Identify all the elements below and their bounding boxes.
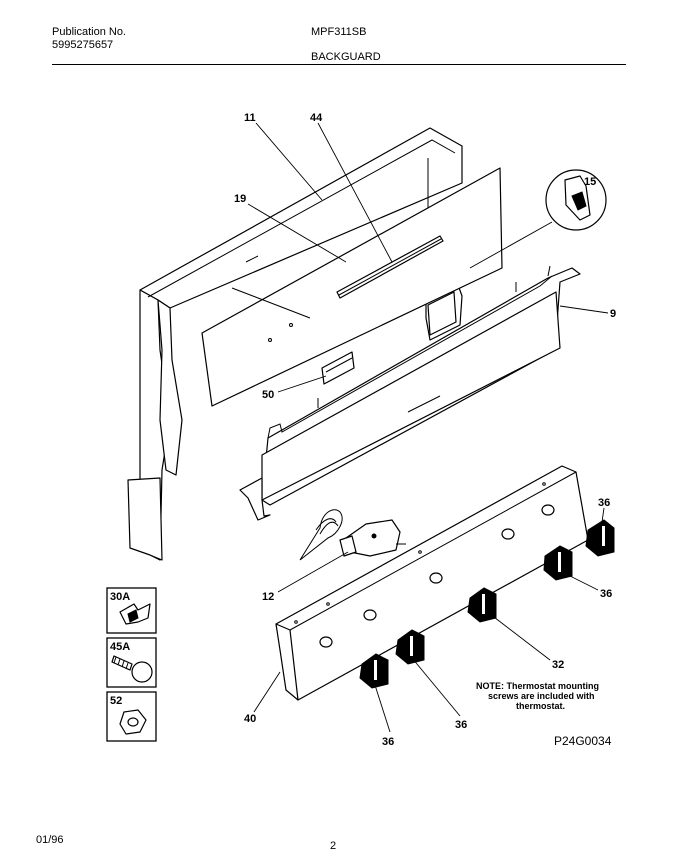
hex-nut-icon xyxy=(119,709,147,735)
wing-nut-icon xyxy=(119,603,151,625)
page-number: 2 xyxy=(330,840,337,852)
knob-36-left-lower xyxy=(359,653,389,689)
callout-36-bottom: 36 xyxy=(455,719,467,731)
hardware-52-label: 52 xyxy=(110,695,122,707)
knob-32 xyxy=(467,587,497,623)
header-rule xyxy=(52,64,626,65)
knob-36-right-top xyxy=(585,519,615,557)
callout-15: 15 xyxy=(584,176,596,188)
leader-lines xyxy=(247,122,609,733)
callout-50: 50 xyxy=(262,389,274,401)
section-title: BACKGUARD xyxy=(311,51,381,63)
hardware-45a-label: 45A xyxy=(110,641,130,653)
knob-36-right-mid xyxy=(543,545,573,581)
hardware-45a-box: 45A xyxy=(106,637,157,688)
thermostat-note: NOTE: Thermostat mounting screws are inc… xyxy=(476,681,599,711)
callout-9: 9 xyxy=(610,308,616,320)
hardware-30a-box: 30A xyxy=(106,587,157,634)
part-50-bracket xyxy=(321,351,355,385)
callout-36-bottom-left: 36 xyxy=(382,736,394,748)
drawing-code: P24G0034 xyxy=(554,734,612,748)
part-15-clip-detail xyxy=(469,169,607,269)
model-number: MPF311SB xyxy=(311,26,367,38)
note-line-1: NOTE: Thermostat mounting xyxy=(476,681,599,691)
callout-32: 32 xyxy=(552,659,564,671)
part-40-manifold-panel xyxy=(275,465,589,701)
part-9-control-panel xyxy=(239,265,581,521)
callout-labels: 11 44 19 15 9 50 36 36 12 32 36 36 40 xyxy=(234,112,616,748)
callout-19: 19 xyxy=(234,193,246,205)
callout-12: 12 xyxy=(262,591,274,603)
part-11-backguard-shell xyxy=(127,127,463,561)
screw-icon xyxy=(111,655,153,683)
hardware-30a-label: 30A xyxy=(110,591,130,603)
publication-label: Publication No. xyxy=(52,26,126,38)
hardware-52-box: 52 xyxy=(106,691,157,742)
knob-36-left-upper xyxy=(395,629,425,665)
callout-36-right: 36 xyxy=(600,588,612,600)
control-knobs xyxy=(359,519,615,689)
callout-44: 44 xyxy=(310,112,323,124)
note-line-2: screws are included with xyxy=(488,691,595,701)
footer-date: 01/96 xyxy=(36,834,64,846)
callout-36-top-right: 36 xyxy=(598,497,610,509)
callout-40: 40 xyxy=(244,713,256,725)
publication-number: 5995275657 xyxy=(52,39,114,51)
part-44-trim-strip xyxy=(336,235,444,299)
note-line-3: thermostat. xyxy=(516,701,565,711)
callout-11: 11 xyxy=(244,112,256,124)
part-12-thermostat xyxy=(299,509,406,561)
